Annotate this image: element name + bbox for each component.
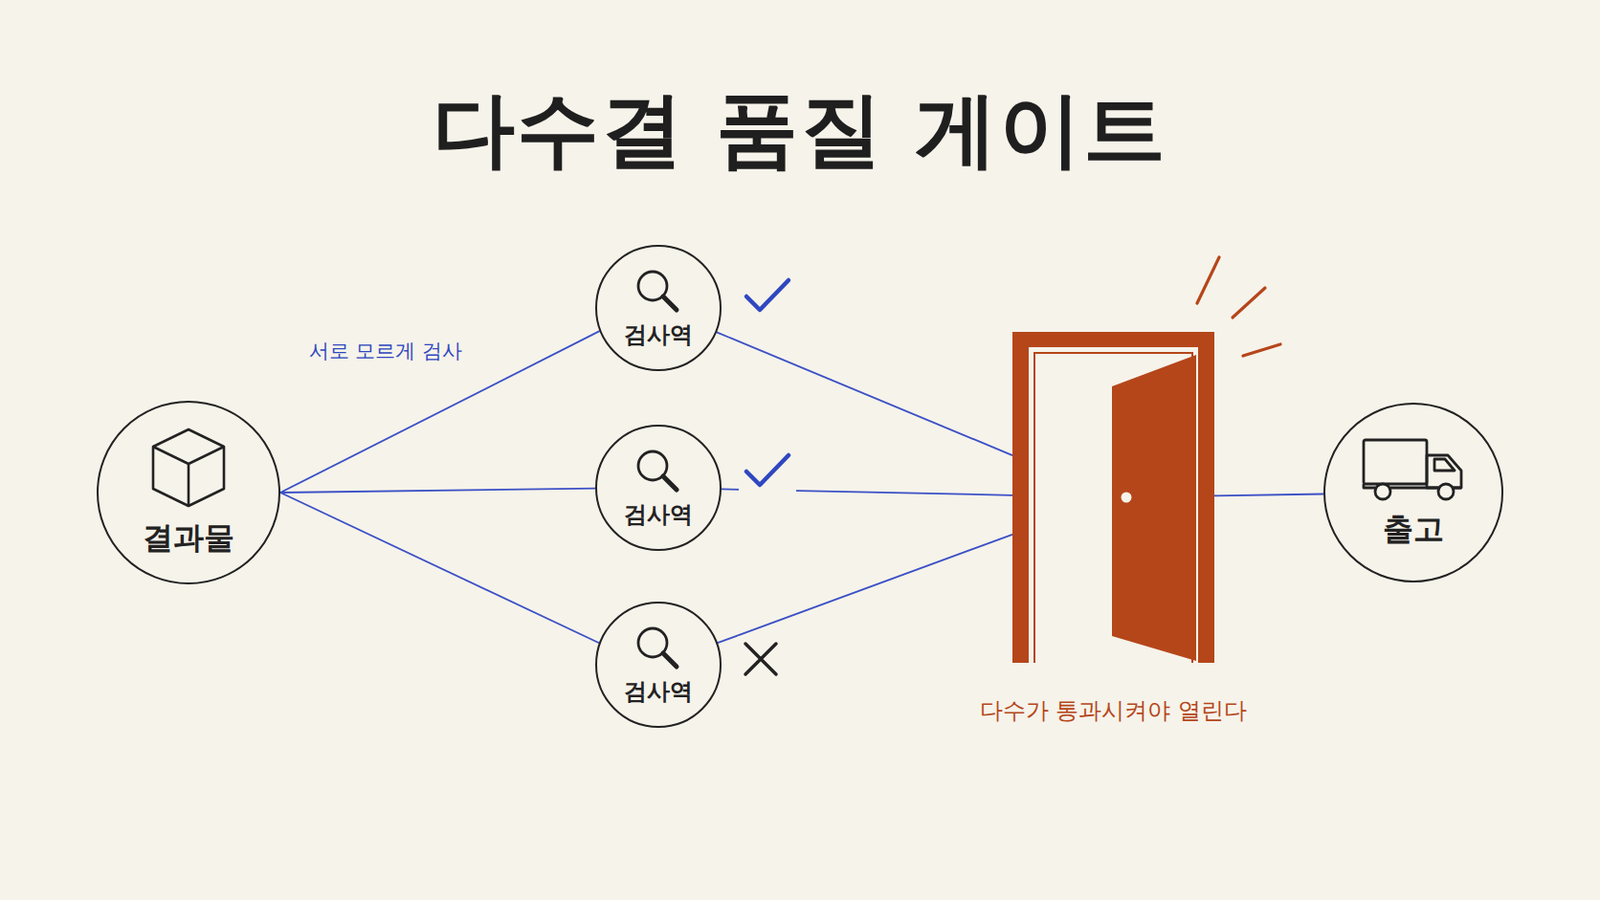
ground-patch (740, 274, 795, 319)
ground-patch (738, 449, 797, 494)
gate-caption: 다수가 통과시켜야 열린다 (976, 695, 1251, 727)
lens-handle (663, 653, 677, 667)
magnifier-icon (631, 622, 686, 673)
node-label: 검사역 (623, 676, 693, 708)
connector-line (1214, 493, 1324, 496)
connector-line (280, 492, 600, 644)
fail-cross (737, 636, 784, 683)
pass-check (738, 449, 797, 494)
node-label: 검사역 (623, 499, 693, 531)
connector-line (280, 331, 600, 493)
truck-cargo (1363, 440, 1427, 485)
station-circle: 검사역 (595, 424, 722, 552)
connector-line (717, 534, 1013, 644)
cross-mark (745, 644, 777, 675)
cube-edge (153, 429, 224, 507)
cube-outline (153, 429, 224, 507)
lens-handle (663, 476, 677, 490)
lens-handle (663, 296, 677, 311)
station-circle: 검사역 (595, 244, 722, 372)
check-mark (746, 280, 789, 311)
door-panel (1111, 355, 1197, 662)
ground-patch (737, 636, 784, 683)
pass-check (740, 274, 795, 319)
door-frame (1012, 332, 1215, 664)
burst-line (1232, 288, 1266, 318)
truck-outline (1363, 440, 1462, 500)
station-circle: 출고 (1323, 402, 1504, 583)
node-label: 출고 (1382, 509, 1445, 552)
note-label: 서로 모르게 검사 (306, 337, 466, 365)
door-figure (1012, 332, 1215, 664)
station-circle: 결과물 (96, 400, 281, 585)
station-circle: 검사역 (595, 601, 722, 729)
truck-wheel (1438, 484, 1454, 500)
connector-line (716, 332, 1013, 456)
connector-line (280, 488, 596, 493)
diagram-title: 다수결 품질 게이트 (0, 74, 1600, 187)
truck-icon (1359, 434, 1467, 506)
node-label: 검사역 (623, 319, 693, 351)
burst-line (1197, 257, 1220, 304)
magnifier-icon (631, 445, 686, 496)
burst-line (1243, 344, 1281, 356)
node-label: 결과물 (142, 517, 235, 560)
door-knob (1121, 492, 1133, 504)
cube-edge (153, 446, 224, 507)
magnifier-icon (631, 266, 686, 316)
check-mark (746, 455, 789, 486)
quality-gate: 다수가 통과시켜야 열린다 (1012, 332, 1215, 664)
truck-wheel (1375, 484, 1391, 500)
box-icon (149, 425, 228, 511)
